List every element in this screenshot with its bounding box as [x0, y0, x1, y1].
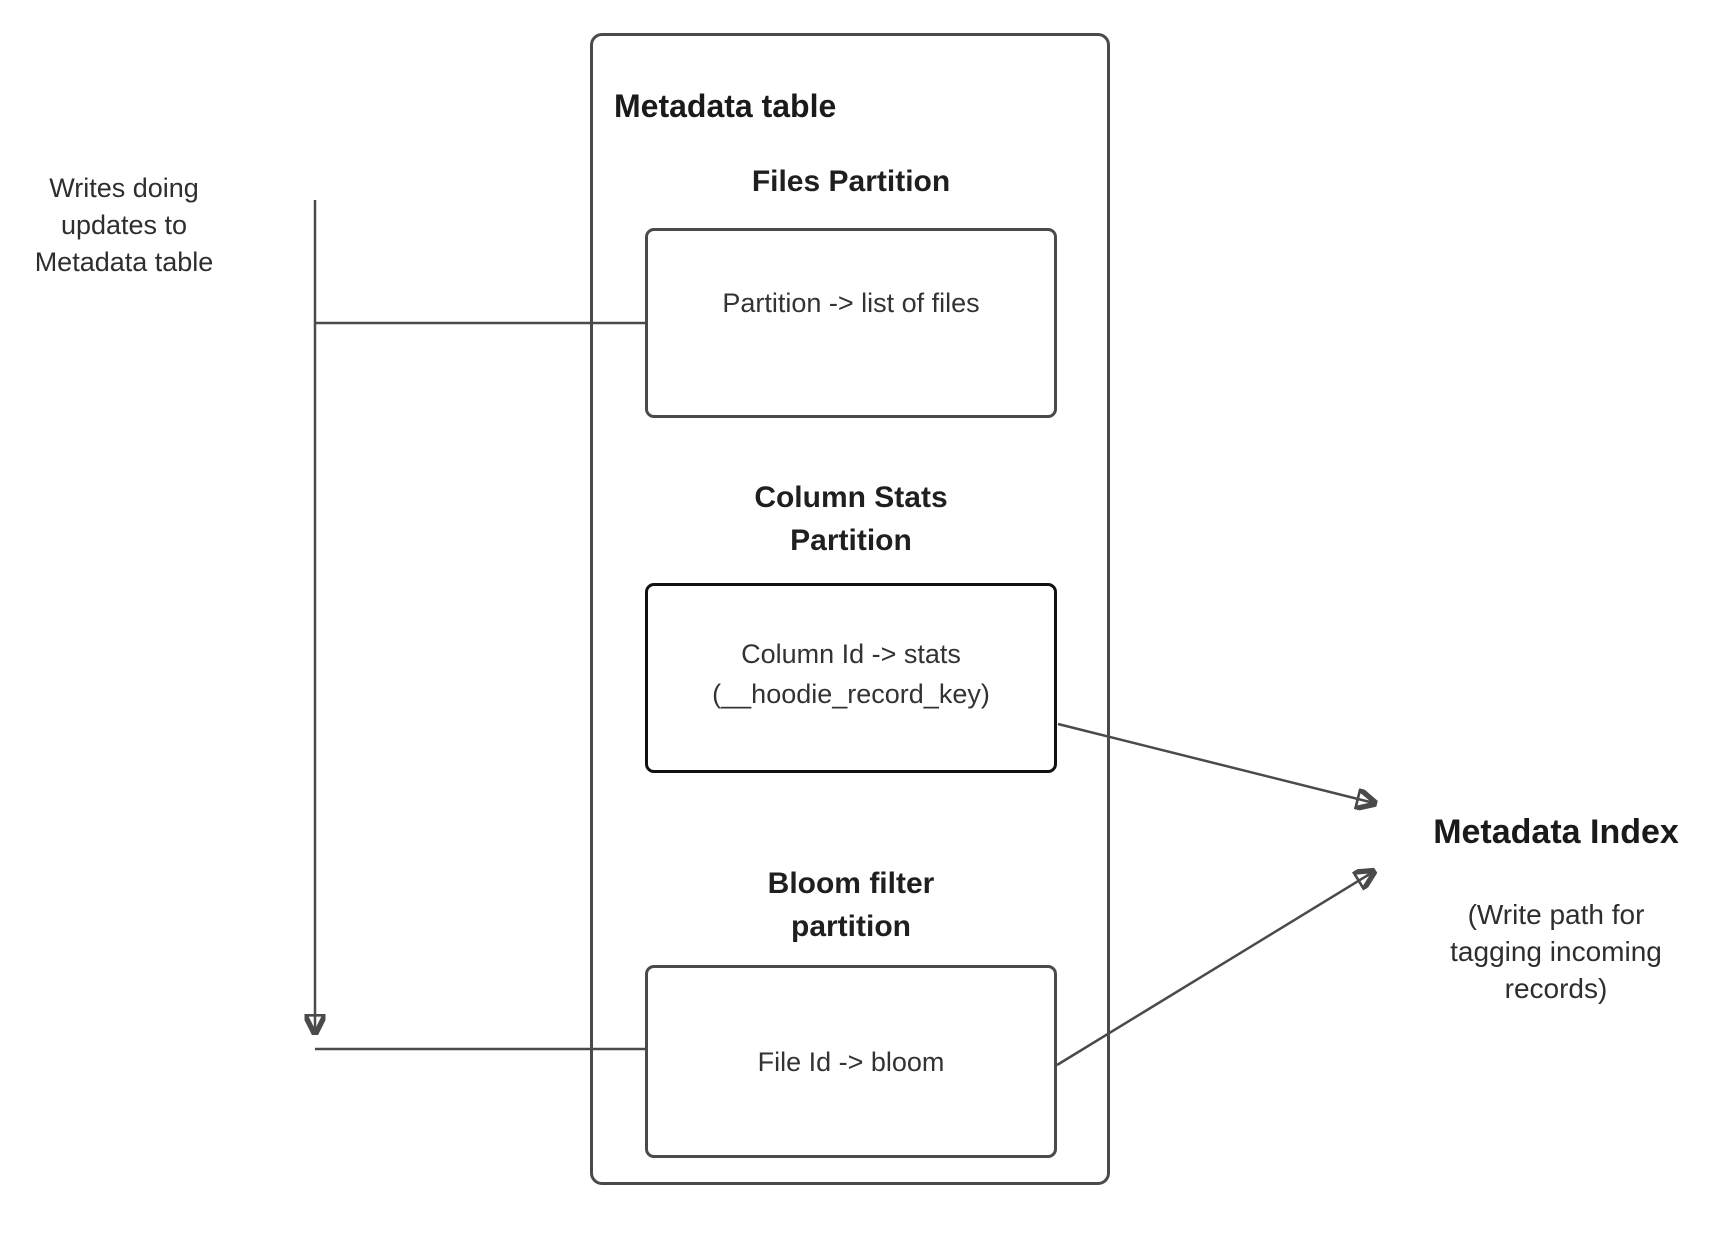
metadata-index-subtitle: (Write path for tagging incoming records…: [1450, 899, 1662, 1004]
files-partition-heading: Files Partition: [751, 165, 951, 198]
column-stats-partition-heading: Column Stats Partition: [754, 481, 948, 557]
column-stats-partition-box: Column Id -> stats (__hoodie_record_key): [645, 583, 1057, 773]
column-stats-content-line2: (__hoodie_record_key): [712, 679, 990, 709]
bloom-filter-partition-heading: Bloom filter partition: [767, 867, 935, 943]
files-partition-box: Partition -> list of files: [645, 228, 1057, 418]
bloom-filter-content: File Id -> bloom: [757, 1046, 945, 1077]
writes-note: Writes doing updates to Metadata table: [34, 173, 214, 277]
column-stats-content-line1: Column Id -> stats: [741, 639, 961, 669]
metadata-table-box: [590, 33, 1110, 1185]
metadata-table-title: Metadata table: [614, 88, 837, 124]
files-partition-content: Partition -> list of files: [722, 288, 980, 318]
column-stats-to-metadata-index-arrow: [1057, 722, 1374, 803]
bloom-filter-partition-box: File Id -> bloom: [645, 965, 1057, 1158]
metadata-index-title: Metadata Index: [1433, 813, 1679, 851]
